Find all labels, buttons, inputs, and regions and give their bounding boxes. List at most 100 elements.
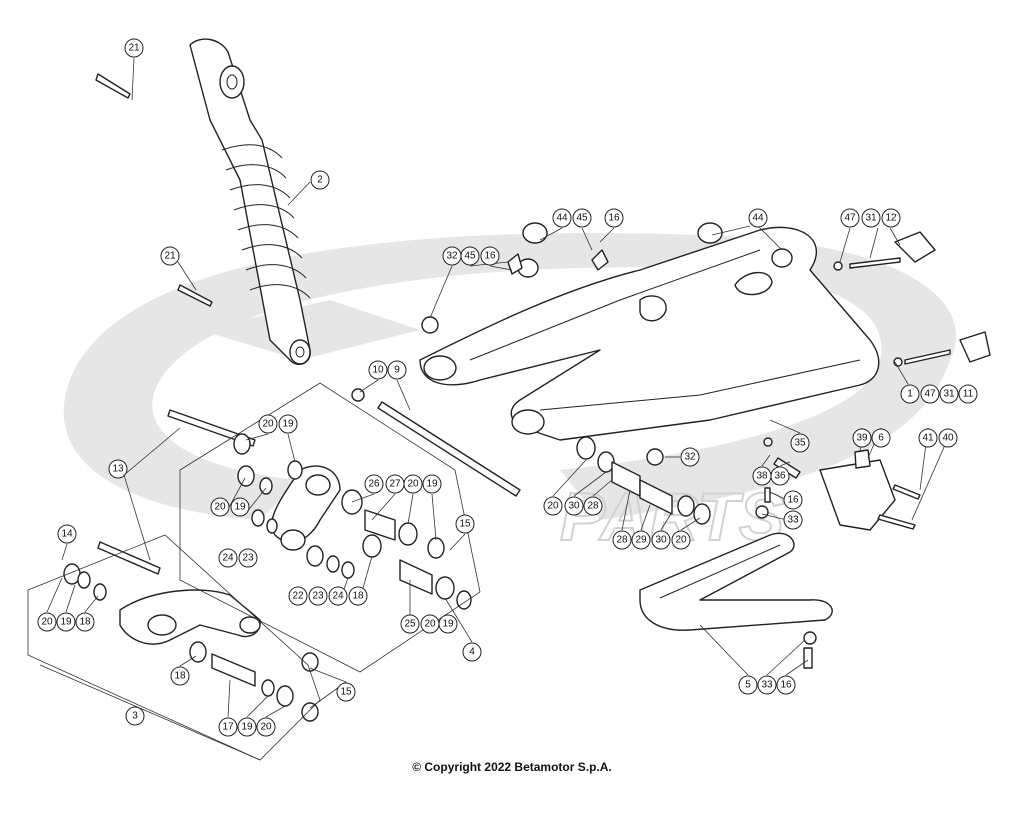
callout-number: 39 bbox=[856, 433, 868, 444]
leader-line bbox=[449, 533, 466, 551]
callout-part-3: 3 bbox=[125, 706, 145, 726]
leader-line bbox=[911, 437, 949, 521]
callout-part-38: 38 bbox=[752, 466, 772, 486]
callout-part-6: 6 bbox=[871, 428, 891, 448]
callout-number: 33 bbox=[787, 515, 799, 526]
leader-line bbox=[431, 493, 437, 541]
callout-part-20: 20 bbox=[37, 612, 57, 632]
callout-part-22: 22 bbox=[288, 586, 308, 606]
callout-number: 44 bbox=[556, 213, 568, 224]
callout-part-1: 1 bbox=[900, 384, 920, 404]
callout-number: 41 bbox=[922, 433, 934, 444]
callout-part-19: 19 bbox=[438, 614, 458, 634]
callout-part-19: 19 bbox=[237, 717, 257, 737]
callout-number: 14 bbox=[61, 529, 73, 540]
callout-number: 21 bbox=[164, 251, 176, 262]
leader-line bbox=[489, 265, 513, 271]
callout-number: 20 bbox=[262, 419, 274, 430]
leader-line bbox=[599, 227, 615, 243]
leader-line bbox=[894, 361, 909, 385]
callout-number: 47 bbox=[844, 213, 856, 224]
leader-line bbox=[123, 474, 151, 561]
callout-number: 47 bbox=[924, 389, 936, 400]
callout-part-45: 45 bbox=[460, 246, 480, 266]
callout-number: 16 bbox=[787, 495, 799, 506]
callout-part-10: 10 bbox=[368, 360, 388, 380]
hardware bbox=[351, 222, 991, 669]
group-bracket-4 bbox=[179, 382, 481, 673]
callout-number: 26 bbox=[368, 479, 380, 490]
rocker-bolt bbox=[97, 541, 161, 575]
leader-line bbox=[889, 227, 901, 246]
callout-part-21: 21 bbox=[124, 38, 144, 58]
callout-part-31: 31 bbox=[939, 384, 959, 404]
callout-part-15: 15 bbox=[336, 682, 356, 702]
callout-part-47: 47 bbox=[920, 384, 940, 404]
leader-line bbox=[444, 597, 473, 643]
leader-line bbox=[287, 181, 311, 206]
callout-number: 15 bbox=[459, 519, 471, 530]
leader-line bbox=[245, 487, 267, 514]
leader-line bbox=[581, 227, 593, 251]
leader-line bbox=[179, 655, 197, 667]
callout-number: 29 bbox=[635, 535, 647, 546]
callout-number: 19 bbox=[426, 479, 438, 490]
callout-part-24: 24 bbox=[218, 548, 238, 568]
callout-part-18: 18 bbox=[75, 612, 95, 632]
callout-part-39: 39 bbox=[852, 428, 872, 448]
leader-line bbox=[396, 379, 411, 411]
leader-line bbox=[592, 479, 613, 497]
callout-number: 21 bbox=[128, 43, 140, 54]
callout-part-20: 20 bbox=[210, 497, 230, 517]
swingarm bbox=[419, 226, 880, 441]
callout-part-20: 20 bbox=[258, 414, 278, 434]
callout-number: 45 bbox=[464, 251, 476, 262]
callout-number: 18 bbox=[79, 617, 91, 628]
callout-number: 20 bbox=[547, 501, 559, 512]
callout-number: 20 bbox=[675, 535, 687, 546]
leader-line bbox=[309, 667, 347, 683]
callout-number: 40 bbox=[942, 433, 954, 444]
leader-line bbox=[65, 584, 76, 613]
callout-part-4: 4 bbox=[462, 642, 482, 662]
callout-part-16: 16 bbox=[480, 246, 500, 266]
callout-part-33: 33 bbox=[757, 675, 777, 695]
callout-part-26: 26 bbox=[364, 474, 384, 494]
callout-number: 13 bbox=[112, 464, 124, 475]
callout-part-28: 28 bbox=[583, 496, 603, 516]
leader-line bbox=[699, 624, 749, 676]
callout-number: 19 bbox=[282, 419, 294, 430]
leader-line bbox=[761, 513, 788, 521]
callout-number: 32 bbox=[446, 251, 458, 262]
callout-number: 16 bbox=[484, 251, 496, 262]
callout-part-32: 32 bbox=[680, 447, 700, 467]
leader-line bbox=[246, 695, 269, 718]
callout-number: 5 bbox=[745, 680, 751, 691]
callout-part-33: 33 bbox=[783, 510, 803, 530]
callout-number: 3 bbox=[132, 711, 138, 722]
leader-lines bbox=[39, 57, 949, 761]
leader-line bbox=[539, 227, 563, 241]
callout-number: 10 bbox=[372, 365, 384, 376]
callout-part-13: 13 bbox=[108, 459, 128, 479]
callout-number: 19 bbox=[241, 722, 253, 733]
callout-number: 28 bbox=[616, 535, 628, 546]
callout-part-45: 45 bbox=[572, 208, 592, 228]
leader-line bbox=[287, 433, 296, 463]
pivot-shaft bbox=[377, 401, 521, 497]
callout-part-29: 29 bbox=[631, 530, 651, 550]
callout-number: 24 bbox=[222, 553, 234, 564]
leader-line bbox=[371, 493, 396, 521]
callout-number: 6 bbox=[878, 433, 884, 444]
bolt-upper bbox=[95, 73, 131, 99]
callout-number: 20 bbox=[214, 502, 226, 513]
callout-part-14: 14 bbox=[57, 524, 77, 544]
callout-part-47: 47 bbox=[840, 208, 860, 228]
callout-part-5: 5 bbox=[738, 675, 758, 695]
leader-line bbox=[769, 419, 801, 434]
callout-part-30: 30 bbox=[564, 496, 584, 516]
callout-part-12: 12 bbox=[881, 208, 901, 228]
callout-number: 19 bbox=[60, 617, 72, 628]
leader-line bbox=[785, 659, 809, 676]
